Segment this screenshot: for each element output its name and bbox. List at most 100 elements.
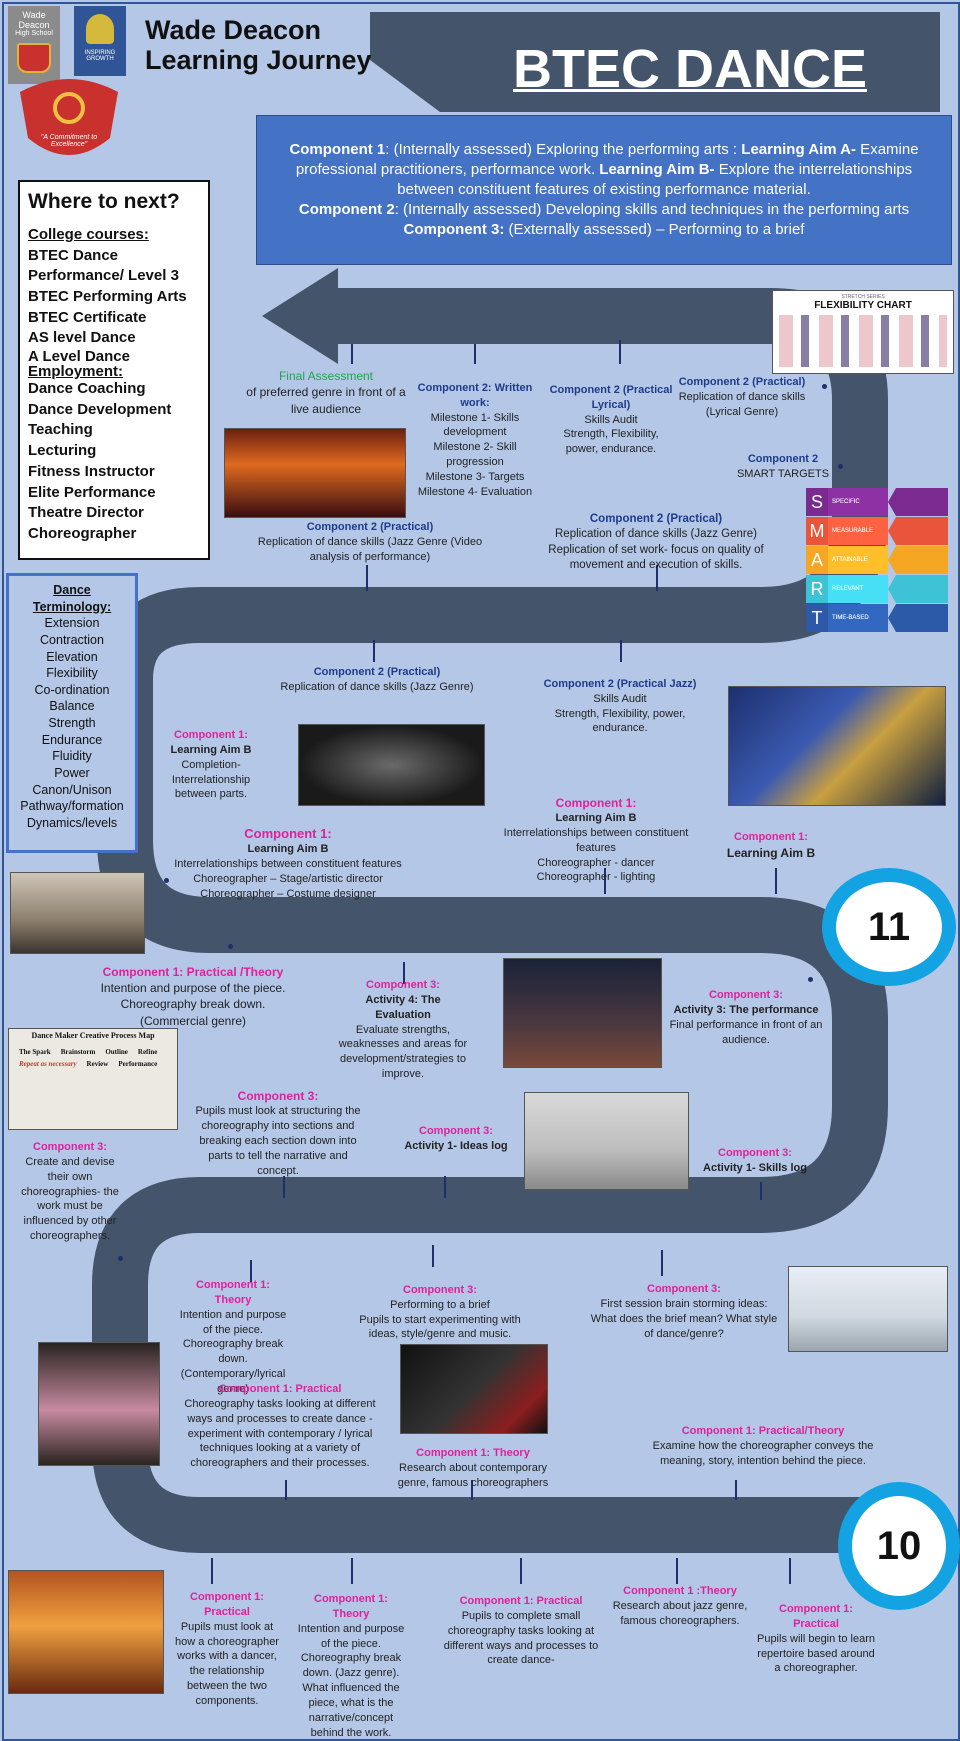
employment-item: Dance Development	[28, 400, 172, 418]
node-heading: Component 3:	[709, 989, 783, 1001]
c1-aimA-text: Examine professional practitioners, perf…	[295, 141, 919, 178]
node-body: Replication of dance skills (Lyrical Gen…	[678, 390, 806, 418]
node-subheading: Learning Aim B	[170, 743, 252, 756]
c1-aimB-label: Learning Aim B-	[599, 160, 715, 178]
smart-letter: A	[806, 546, 828, 574]
c1-aimA-label: Learning Aim A-	[741, 141, 857, 158]
year-10-number: 10	[852, 1496, 946, 1596]
process-label: Refine	[137, 1048, 158, 1056]
node-jazz-audit: Component 2 (Practical Jazz)Skills Audit…	[540, 662, 700, 736]
college-item: Performance/ Level 3	[28, 267, 179, 285]
node-lyrical-replication: Component 2 (Practical)Replication of da…	[672, 375, 812, 420]
terminology-title-line2: Terminology:	[32, 599, 112, 614]
node-brainstorm: Component 3:First session brain storming…	[588, 1282, 780, 1341]
node-body: of preferred genre in front of a live au…	[246, 385, 406, 417]
process-map-image: Dance Maker Creative Process Map The Spa…	[8, 1028, 178, 1130]
employment-item: Elite Performance	[28, 483, 156, 501]
node-body: Replication of dance skills (Jazz Genre …	[257, 535, 483, 563]
school-motto: "A Commitment to Excellence"	[40, 134, 98, 148]
connector-dot	[808, 977, 813, 982]
node-body: Milestone 1- Skills development Mileston…	[417, 411, 533, 498]
node-aimB-short: Component 1:Learning Aim B	[716, 830, 826, 861]
node-written-work: Component 2: Written work:Milestone 1- S…	[412, 366, 538, 500]
smart-row: S SPECIFIC	[806, 488, 948, 516]
connector-dot	[118, 1256, 123, 1261]
milestone-pin	[432, 1245, 434, 1267]
c1-text: : (Internally assessed) Exploring the pe…	[385, 141, 742, 158]
leap-dancer-photo	[400, 1344, 548, 1434]
process-map-title: Dance Maker Creative Process Map	[31, 1031, 155, 1040]
node-heading: Component 3:	[237, 1089, 319, 1103]
process-label: Review	[86, 1060, 109, 1068]
smart-word: SPECIFIC	[828, 488, 888, 516]
smart-letter: M	[806, 517, 828, 545]
node-body: Research about contemporary genre, famou…	[397, 1461, 549, 1489]
employment-item: Choreographer	[28, 524, 137, 542]
employment-heading: Employment:	[28, 363, 124, 381]
term-item: Extension	[44, 616, 100, 631]
smart-desc	[888, 488, 948, 516]
solo-dancer-photo	[298, 724, 485, 806]
connector-dot	[228, 944, 233, 949]
milestone-pin	[250, 1260, 252, 1282]
node-heading: Component 1:	[555, 795, 637, 810]
road-arrow-head	[262, 268, 338, 364]
term-item: Contraction	[40, 632, 104, 647]
process-label: Performance	[118, 1060, 158, 1068]
year-10-badge: 10	[838, 1482, 960, 1610]
college-item: BTEC Dance	[28, 246, 119, 264]
crown-icon	[17, 43, 51, 73]
milestone-pin	[366, 565, 368, 591]
smart-desc	[888, 575, 948, 603]
milestone-pin	[676, 1558, 678, 1584]
term-item: Elevation	[46, 649, 98, 664]
smart-letter: T	[806, 604, 828, 632]
where-next-box: Where to next? College courses: BTEC Dan…	[18, 180, 210, 560]
node-heading: Final Assessment	[278, 369, 374, 383]
group-dance-photo	[524, 1092, 689, 1190]
milestone-pin	[373, 640, 375, 662]
milestone-pin	[520, 1558, 522, 1584]
smart-desc	[888, 604, 948, 632]
school-name-line2: High School	[15, 30, 53, 37]
process-map-labels: The Spark Brainstorm Outline Refine Repe…	[9, 1040, 177, 1068]
node-body: Skills Audit Strength, Flexibility, powe…	[563, 413, 659, 456]
node-heading: Component 2 (Practical)	[313, 666, 441, 678]
milestone-pin	[604, 868, 606, 894]
milestone-pin	[351, 1558, 353, 1584]
term-item: Endurance	[41, 732, 103, 747]
process-label: Outline	[105, 1048, 128, 1056]
year-11-number: 11	[836, 882, 942, 972]
milestone-pin	[620, 640, 622, 662]
node-heading: Component 1:	[174, 729, 248, 741]
subject-title: BTEC DANCE	[512, 39, 867, 99]
node-heading: Component 2: Written work:	[417, 381, 533, 409]
smart-word: RELEVANT	[828, 575, 888, 603]
node-jazz-replication-set: Component 2 (Practical)Replication of da…	[540, 496, 772, 574]
flex-chart-title: FLEXIBILITY CHART	[814, 300, 912, 311]
node-devise: Component 3:Create and devise their own …	[14, 1140, 126, 1244]
c3-text: (Externally assessed) – Performing to a …	[504, 220, 805, 238]
c3-label: Component 3:	[403, 220, 505, 238]
stage-dancers-photo	[224, 428, 406, 518]
node-body: Performing to a brief Pupils to start ex…	[359, 1298, 521, 1341]
smart-desc	[888, 517, 948, 545]
trolley-dance-photo	[728, 686, 946, 806]
node-body: First session brain storming ideas: What…	[590, 1297, 778, 1340]
node-heading: Component 1: Theory	[314, 1593, 388, 1620]
node-body: Intention and purpose of the piece. Chor…	[100, 981, 286, 1028]
college-item: BTEC Certificate	[28, 308, 147, 326]
node-subheading: Activity 4: The Evaluation	[365, 993, 441, 1021]
node-heading: Component 3:	[419, 1125, 493, 1137]
node-body: Pupils will begin to learn repertoire ba…	[756, 1632, 875, 1675]
process-label: Repeat as necessary	[19, 1060, 77, 1068]
node-subheading: Learning Aim B	[726, 845, 816, 860]
shield-icon	[20, 79, 118, 155]
